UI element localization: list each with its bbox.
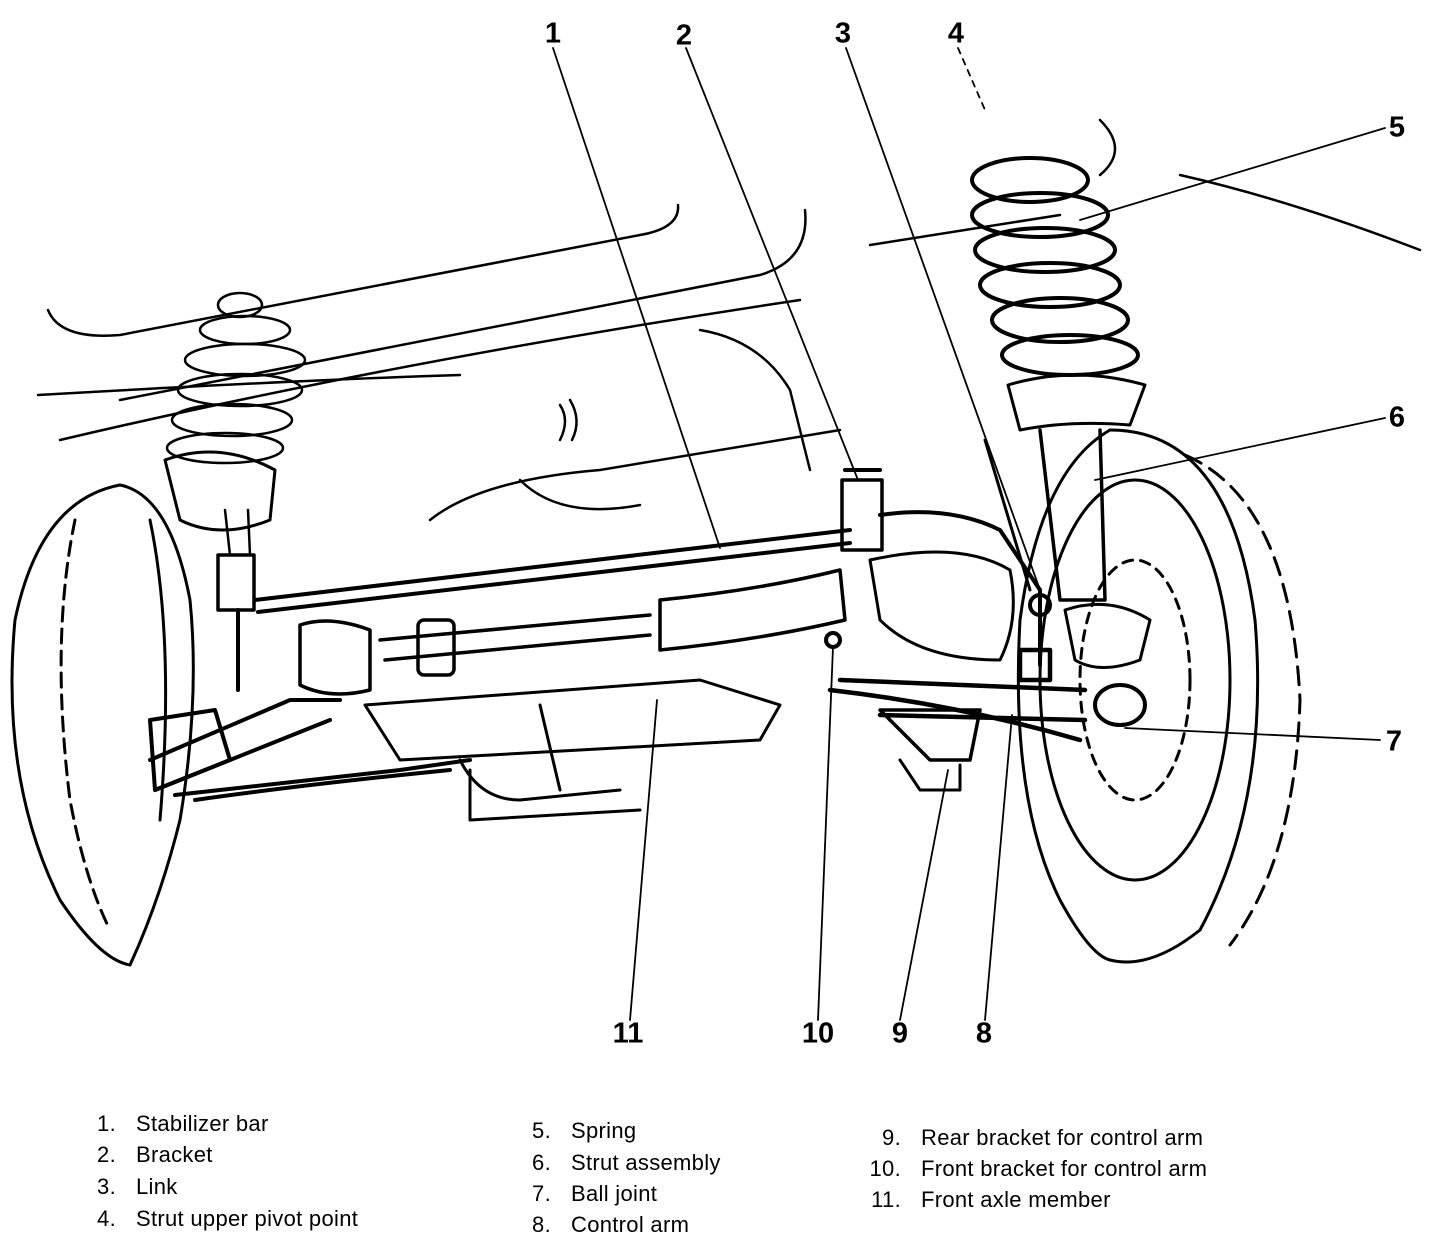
legend-label: Strut assembly [571,1150,721,1175]
legend-item-10: 10. Front bracket for control arm [845,1158,1207,1180]
legend-item-7: 7. Ball joint [505,1183,657,1205]
legend-item-5: 5. Spring [505,1120,636,1142]
legend-item-6: 6. Strut assembly [505,1152,721,1174]
legend-number: 6. [532,1150,551,1175]
legend-item-8: 8. Control arm [505,1214,689,1236]
legend-item-4: 4. Strut upper pivot point [70,1208,358,1230]
legend-number: 11. [871,1187,901,1212]
legend-item-1: 1. Stabilizer bar [70,1113,269,1135]
front-axle-member [363,678,782,822]
legend-number: 7. [532,1181,551,1206]
callout-7: 7 [1385,725,1403,758]
left-spring-strut [163,291,307,692]
right-spring-strut [970,156,1152,727]
legend-number: 5. [532,1118,551,1143]
callout-5: 5 [1388,111,1406,144]
left-wheel [10,483,195,967]
callout-8: 8 [975,1017,993,1050]
legend-label: Spring [571,1118,637,1143]
legend-number: 3. [97,1174,116,1199]
legend-number: 9. [882,1125,901,1150]
legend-number: 4. [97,1206,116,1231]
legend-number: 2. [97,1142,116,1167]
legend-label: Front bracket for control arm [921,1156,1208,1181]
left-control-arm [148,698,472,802]
legend-item-2: 2. Bracket [70,1144,213,1166]
right-wheel [1016,428,1302,964]
callout-4: 4 [947,17,965,50]
legend-label: Front axle member [921,1187,1111,1212]
callout-2: 2 [675,19,693,52]
suspension-illustration [10,47,1422,1021]
stabilizer-bar-drawing [253,468,1042,614]
legend-number: 10. [869,1156,901,1181]
right-control-arm [827,647,1088,792]
callout-9: 9 [891,1017,909,1050]
legend-label: Bracket [136,1142,213,1167]
callout-3: 3 [834,17,852,50]
legend-label: Rear bracket for control arm [921,1125,1204,1150]
callout-11: 11 [612,1017,644,1050]
callout-10: 10 [801,1017,835,1050]
link-drawing [1028,588,1052,667]
callout-1: 1 [544,17,562,50]
legend-label: Link [136,1174,178,1199]
legend-label: Control arm [571,1212,690,1237]
drive-shaft [298,550,1015,696]
car-body-outline [36,118,1422,522]
legend-label: Strut upper pivot point [136,1206,359,1231]
legend-label: Ball joint [571,1181,658,1206]
callout-6: 6 [1388,401,1406,434]
legend-item-11: 11. Front axle member [845,1189,1111,1211]
legend-number: 8. [532,1212,551,1237]
legend-item-3: 3. Link [70,1176,178,1198]
legend-number: 1. [97,1111,116,1136]
leader-lines [552,47,1386,1021]
legend-label: Stabilizer bar [136,1111,269,1136]
legend-item-9: 9. Rear bracket for control arm [845,1127,1203,1149]
